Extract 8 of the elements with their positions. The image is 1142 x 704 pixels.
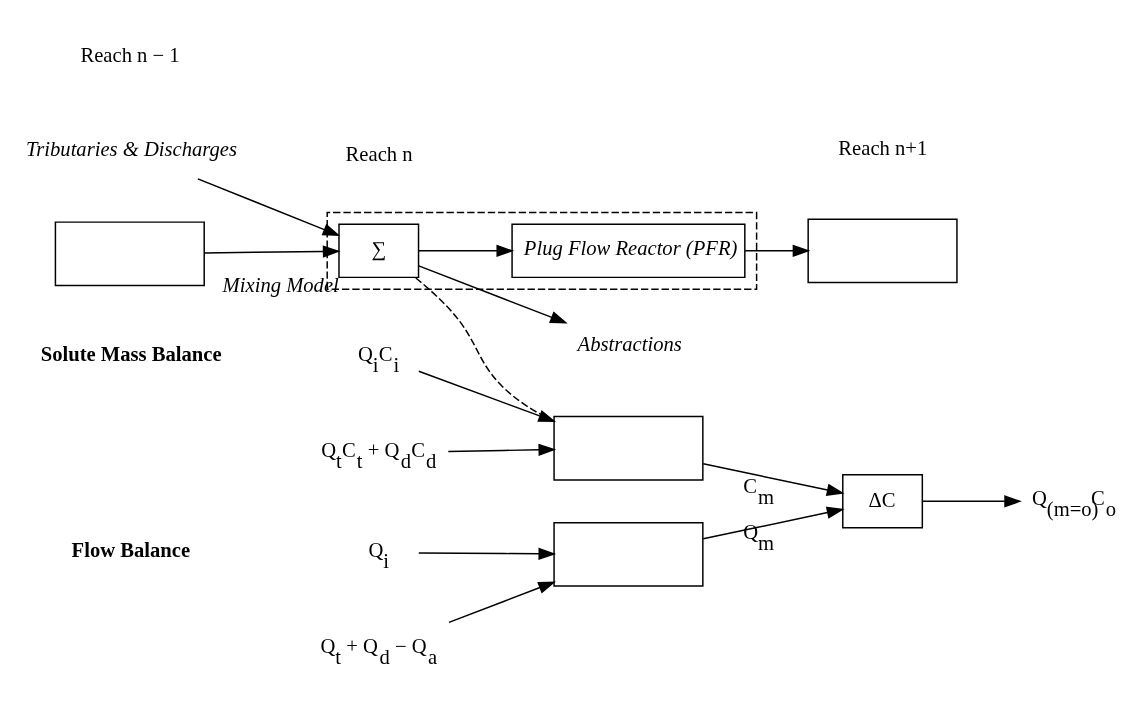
label: Flow Balance	[71, 538, 191, 561]
label: Reach n+1	[838, 136, 928, 159]
label: Reach n − 1	[80, 43, 180, 66]
label: Solute Mass Balance	[40, 342, 222, 365]
label: Reach n	[345, 142, 413, 165]
node-label: Mixing Model	[222, 273, 339, 296]
node-text: Abstractions	[577, 332, 682, 355]
node-text: Tributaries & Discharges	[25, 137, 238, 160]
